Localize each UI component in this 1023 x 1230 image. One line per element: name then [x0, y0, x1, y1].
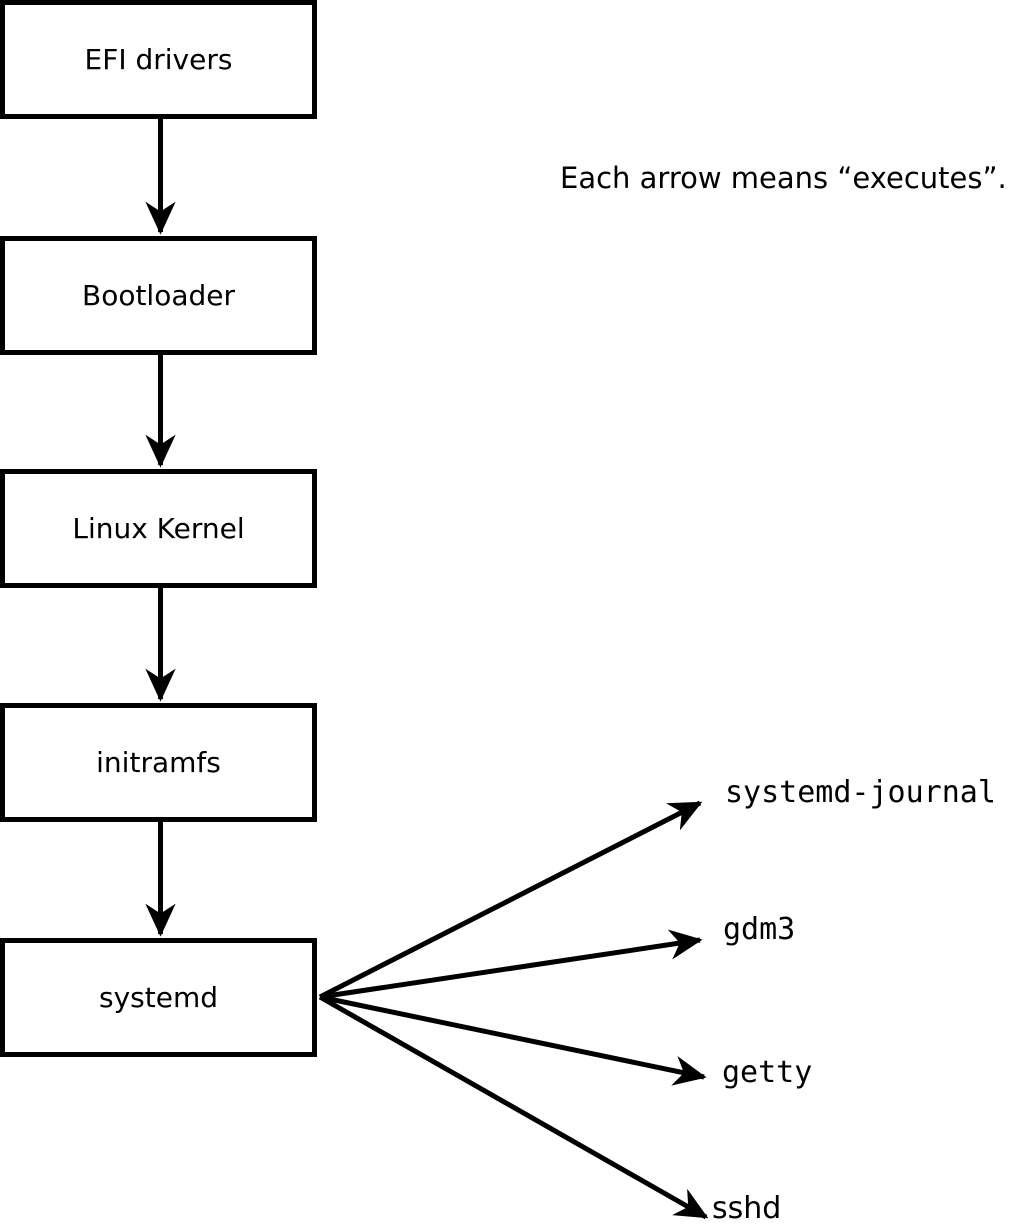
node-getty: getty: [722, 1055, 813, 1090]
node-gdm3: gdm3: [723, 912, 796, 947]
arrow-systemd-to-gdm3: [319, 929, 703, 1000]
node-bootloader-label: Bootloader: [81, 278, 236, 312]
arrow-systemd-to-sshd: [318, 994, 709, 1220]
node-efi-drivers: EFI drivers: [0, 0, 317, 119]
node-systemd: systemd: [0, 938, 317, 1057]
node-bootloader: Bootloader: [0, 236, 317, 355]
node-initramfs-label: initramfs: [96, 745, 221, 779]
node-linux-kernel: Linux Kernel: [0, 469, 317, 588]
node-linux-kernel-label: Linux Kernel: [72, 511, 245, 545]
node-systemd-label: systemd: [99, 980, 218, 1014]
node-initramfs: initramfs: [0, 703, 317, 822]
arrow-systemd-to-journal: [318, 800, 703, 1000]
node-efi-drivers-label: EFI drivers: [84, 42, 233, 76]
node-systemd-journal: systemd-journal: [725, 775, 996, 810]
node-sshd: sshd: [712, 1191, 782, 1226]
arrow-systemd-to-getty: [319, 994, 707, 1086]
arrow-meaning-note: Each arrow means “executes”.: [560, 161, 1007, 195]
